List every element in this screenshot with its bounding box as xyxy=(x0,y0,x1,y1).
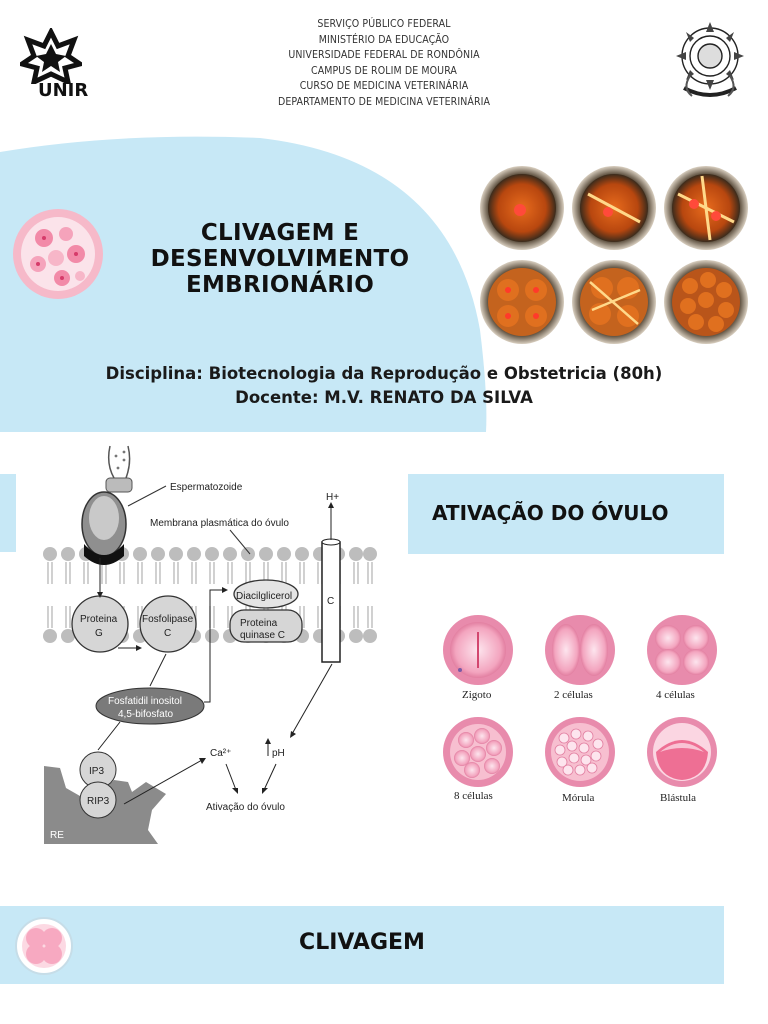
svg-text:Mórula: Mórula xyxy=(562,792,595,804)
svg-text:Proteina: Proteina xyxy=(80,614,118,625)
fosfatidil-inositol: Fosfatidil inositol 4,5-bifosfato xyxy=(95,687,205,725)
unir-logo: UNIR xyxy=(18,28,100,104)
development-stages: Zigoto 2 células 4 células 8 células Mór… xyxy=(443,615,717,804)
embryo-photo-grid xyxy=(480,166,748,344)
embryo-photo xyxy=(572,260,656,344)
cleaving-cell-icon xyxy=(15,917,73,975)
stage-4-celulas: 4 células xyxy=(647,615,717,701)
svg-text:4 células: 4 células xyxy=(656,689,695,701)
institution-header: SERVIÇO PÚBLICO FEDERAL MINISTÉRIO DA ED… xyxy=(234,17,534,111)
embryo-photo xyxy=(480,166,564,250)
svg-text:C: C xyxy=(164,628,171,639)
discipline-text: Disciplina: Biotecnologia da Reprodução … xyxy=(105,364,663,383)
header-line: CAMPUS DE ROLIM DE MOURA xyxy=(311,64,457,77)
egg-activation-diagram: Espermatozoide Membrana plasmática do óv… xyxy=(43,445,377,844)
unir-star-icon xyxy=(20,28,82,84)
svg-text:8 células: 8 células xyxy=(454,790,493,802)
label-h-plus: H+ xyxy=(326,492,339,503)
sperm-cell xyxy=(81,445,133,565)
label-ativacao: Ativação do óvulo xyxy=(206,802,285,813)
label-channel: C xyxy=(327,596,334,607)
clivagem-title-box: CLIVAGEM xyxy=(0,906,724,984)
stage-2-celulas: 2 células xyxy=(545,615,615,701)
embryo-photo xyxy=(664,260,748,344)
stage-8-celulas: 8 células xyxy=(443,717,513,802)
label-ip3: IP3 xyxy=(89,766,104,777)
svg-text:Proteina: Proteina xyxy=(240,618,278,629)
label-espermatozoide: Espermatozoide xyxy=(170,482,243,493)
label-membrana: Membrana plasmática do óvulo xyxy=(150,518,289,529)
svg-text:Diacilglicerol: Diacilglicerol xyxy=(236,591,292,602)
header-line: DEPARTAMENTO DE MEDICINA VETERINÁRIA xyxy=(277,95,491,108)
course-info: Disciplina: Biotecnologia da Reprodução … xyxy=(0,362,768,410)
embryo-photo xyxy=(572,166,656,250)
svg-text:Fosfatidil inositol: Fosfatidil inositol xyxy=(108,696,182,707)
header-line: UNIVERSIDADE FEDERAL DE RONDÔNIA xyxy=(288,49,480,62)
unir-logo-text: UNIR xyxy=(38,80,89,101)
title-line: DESENVOLVIMENTO xyxy=(150,246,410,272)
activation-title: ATIVAÇÃO DO ÓVULO xyxy=(432,501,669,525)
proteina-g: Proteina G xyxy=(71,595,129,653)
embryo-photo xyxy=(480,260,564,344)
stage-blastula: Blástula xyxy=(647,717,717,804)
label-re: RE xyxy=(50,830,64,841)
page-title: CLIVAGEM E DESENVOLVIMENTO EMBRIONÁRIO xyxy=(130,220,430,298)
activation-title-box: ATIVAÇÃO DO ÓVULO xyxy=(408,474,724,554)
svg-text:Blástula: Blástula xyxy=(660,792,696,804)
svg-text:Zigoto: Zigoto xyxy=(462,689,492,701)
header-line: SERVIÇO PÚBLICO FEDERAL xyxy=(317,18,451,30)
title-line: CLIVAGEM E xyxy=(200,220,360,246)
fosfolipase-c: Fosfolipase C xyxy=(139,595,197,653)
svg-text:quinase C: quinase C xyxy=(240,630,285,641)
label-ca: Ca²⁺ xyxy=(210,748,231,759)
clivagem-title: CLIVAGEM xyxy=(299,930,425,955)
svg-text:Fosfolipase: Fosfolipase xyxy=(142,614,194,625)
title-line: EMBRIONÁRIO xyxy=(185,272,375,298)
label-ph: pH xyxy=(272,748,285,759)
svg-text:4,5-bifosfato: 4,5-bifosfato xyxy=(118,709,173,720)
teacher-text: Docente: M.V. RENATO DA SILVA xyxy=(235,388,533,407)
proteina-quinase-c: Diacilglicerol Proteina quinase C xyxy=(229,579,303,643)
header-line: CURSO DE MEDICINA VETERINÁRIA xyxy=(299,80,469,93)
stage-morula: Mórula xyxy=(545,717,615,804)
embryo-photo xyxy=(664,166,748,250)
brazil-coat-of-arms-icon xyxy=(676,22,744,97)
label-rip3: RIP3 xyxy=(87,796,110,807)
svg-text:G: G xyxy=(95,628,103,639)
title-banner-shape xyxy=(0,136,487,432)
stage-zigoto: Zigoto xyxy=(443,615,513,701)
cell-icon xyxy=(13,209,103,299)
header-line: MINISTÉRIO DA EDUCAÇÃO xyxy=(318,33,450,46)
svg-text:2 células: 2 células xyxy=(554,689,593,701)
left-accent-block xyxy=(0,474,16,552)
